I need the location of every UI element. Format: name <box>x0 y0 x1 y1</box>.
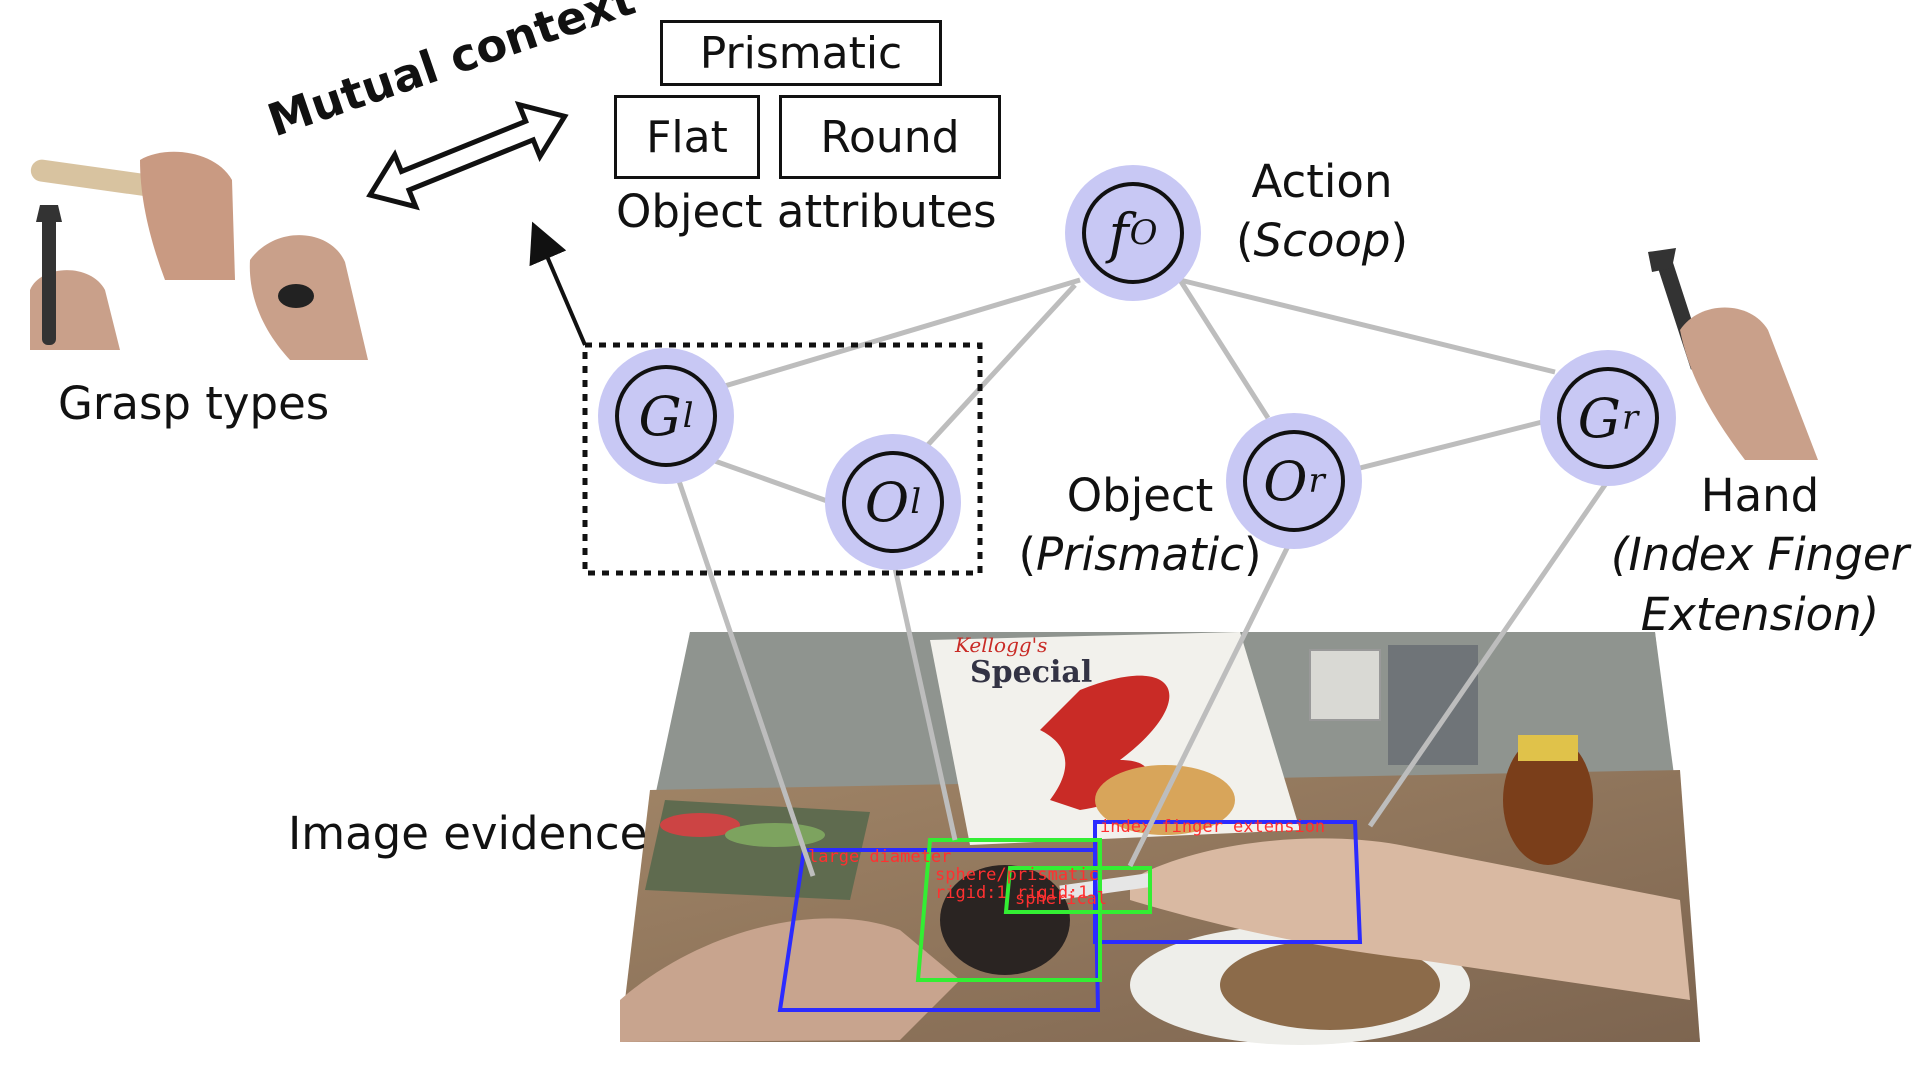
action-title: Action <box>1251 155 1393 208</box>
node-fo-sub: O <box>1129 213 1158 253</box>
grasp-hand-spoon <box>140 151 235 280</box>
attribute-round-box: Round <box>779 95 1001 179</box>
attribute-flat-label: Flat <box>646 111 728 163</box>
node-gl-main: G <box>638 384 682 448</box>
hand-title: Hand <box>1700 469 1820 522</box>
edge-or-gr <box>1351 417 1551 473</box>
evidence-edge-gr <box>1367 480 1610 828</box>
node-gl-sub: l <box>682 396 694 436</box>
object-title: Object <box>1066 469 1214 522</box>
group-to-context-arrow <box>529 221 587 346</box>
detection-label-mid1: sphere/prismatic <box>935 865 1099 885</box>
grasp-types-label: Grasp types <box>58 377 330 430</box>
object-value: Prismatic <box>1036 528 1244 582</box>
edge-fo-ol <box>923 283 1077 450</box>
detection-box-jar <box>915 838 1102 982</box>
node-ol-main: O <box>864 470 910 534</box>
hand-image-index-finger <box>1648 248 1818 460</box>
node-gr-sub: r <box>1621 398 1639 438</box>
cereal-name-text: Special <box>970 655 1092 690</box>
evidence-edge-gl <box>675 477 816 877</box>
detection-box-knife <box>1003 866 1152 914</box>
grasp-types-images <box>30 151 368 360</box>
edge-fo-gl <box>717 277 1081 391</box>
attribute-prismatic-label: Prismatic <box>699 27 903 79</box>
object-attributes-caption: Object attributes <box>616 185 997 238</box>
node-or-sub: r <box>1308 461 1325 501</box>
image-evidence-photo: Kellogg's Special index finger extension… <box>620 632 1700 1045</box>
detection-label-mid2: rigid:1 rigid:1 <box>935 883 1089 903</box>
hand-value-line2: Extension) <box>1640 587 1880 641</box>
attribute-prismatic-box: Prismatic <box>660 20 942 86</box>
node-or-main: O <box>1263 449 1308 513</box>
edge-fo-or <box>1177 278 1271 420</box>
mutual-context-double-arrow <box>366 100 569 211</box>
grasp-object-group-box <box>582 342 983 576</box>
object-paren-open: ( <box>1018 528 1037 582</box>
action-paren-open: ( <box>1235 214 1254 268</box>
action-paren-close: ) <box>1390 214 1409 268</box>
attribute-round-label: Round <box>820 111 960 163</box>
detection-label-left: large diameter <box>808 847 951 867</box>
graph-edges <box>675 277 1610 877</box>
node-ol-sub: l <box>910 482 922 522</box>
evidence-edge-ol <box>892 567 958 841</box>
hand-label: Hand (Index Finger Extension) <box>1600 472 1920 638</box>
detection-box-right-hand <box>1093 820 1363 944</box>
action-value: Scoop <box>1253 214 1391 268</box>
evidence-edge-or <box>1127 536 1295 868</box>
edge-gl-ol <box>711 457 831 505</box>
image-evidence-label: Image evidence <box>288 807 648 860</box>
hand-value-line1: (Index Finger <box>1610 528 1910 582</box>
object-paren-close: ) <box>1243 528 1262 582</box>
cereal-brand-text: Kellogg's <box>954 633 1047 657</box>
edge-fo-gr <box>1179 277 1556 375</box>
detection-label-right: index finger extension <box>1100 817 1325 837</box>
node-gr-main: G <box>1577 386 1621 450</box>
right-hand <box>1130 838 1690 1000</box>
node-fo-main: f <box>1108 201 1129 265</box>
honey-bear <box>1503 735 1593 865</box>
detection-box-left-hand <box>777 848 1101 1012</box>
action-label: Action (Scoop) <box>1232 158 1412 265</box>
detection-label-mid3: spherical <box>1015 889 1107 909</box>
attribute-flat-box: Flat <box>614 95 760 179</box>
object-label: Object (Prismatic) <box>1010 472 1270 579</box>
